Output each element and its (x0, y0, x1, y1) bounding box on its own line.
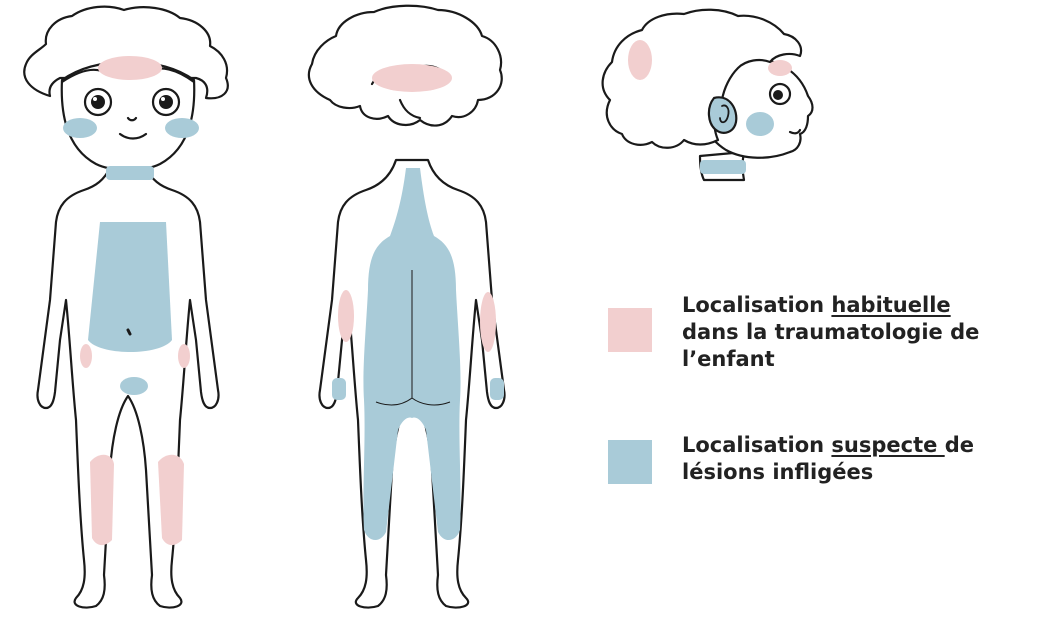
legend-usual-line1: Localisation habituelle (682, 292, 979, 319)
profile-neck-mark (700, 160, 746, 174)
profile-cheek-mark (746, 112, 774, 136)
back-right-forearm-mark (480, 292, 496, 352)
front-neck-mark (106, 166, 154, 180)
front-forehead-mark (98, 56, 162, 80)
profile-forehead-mark (628, 40, 652, 80)
front-left-shin-mark (90, 455, 114, 545)
legend-usual-emphasis: habituelle (831, 293, 950, 317)
legend-suspect-swatch (608, 440, 652, 484)
legend-suspect-text: Localisation suspecte de lésions infligé… (682, 432, 974, 486)
back-right-hand-mark (490, 378, 504, 400)
profile-brow-mark (768, 60, 792, 76)
legend-usual-text: Localisation habituelle dans la traumato… (682, 292, 979, 373)
front-right-hip-mark (178, 344, 190, 368)
legend-suspect-line2: lésions infligées (682, 459, 974, 486)
legend-usual-swatch (608, 308, 652, 352)
legend-suspect-emphasis: suspecte (831, 433, 944, 457)
front-genital-mark (120, 377, 148, 395)
legend-usual-line3: l’enfant (682, 346, 979, 373)
back-left-hand-mark (332, 378, 346, 400)
front-left-cheek-mark (63, 118, 97, 138)
legend-usual-line2: dans la traumatologie de (682, 319, 979, 346)
front-right-cheek-mark (165, 118, 199, 138)
back-left-forearm-mark (338, 290, 354, 342)
back-head-mark (372, 64, 452, 92)
legend-suspect-line1: Localisation suspecte de (682, 432, 974, 459)
front-left-hip-mark (80, 344, 92, 368)
front-right-shin-mark (158, 455, 184, 545)
